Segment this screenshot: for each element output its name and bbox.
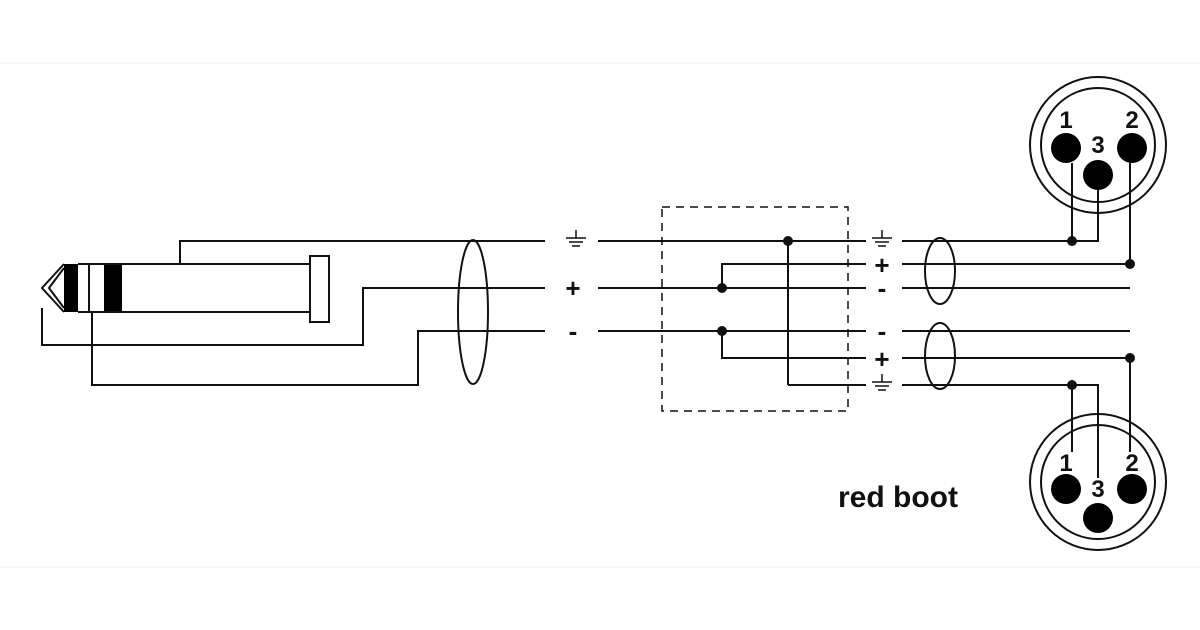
splitter-plus-out-2 — [721, 331, 866, 359]
plug-tip-outline — [40, 263, 65, 313]
xlr-bottom-pin-1-label: 1 — [1059, 450, 1072, 477]
xlr-bottom-pin-3-label: 3 — [1091, 476, 1104, 503]
wire-ground — [179, 240, 545, 264]
xlr-top-pin-1 — [1051, 133, 1081, 163]
red-boot-caption: red boot — [838, 481, 958, 514]
minus-label-right-top: - — [878, 273, 887, 303]
splitter-box — [661, 206, 849, 412]
ground-symbol-left — [566, 230, 586, 247]
xlr-top-pin-2-label: 2 — [1125, 107, 1138, 134]
wire-ring-minus — [91, 312, 545, 386]
xlr-top-plus-junction — [1125, 259, 1135, 269]
xlr-top-pin-2 — [1117, 133, 1147, 163]
xlr-top-pin-3-label: 3 — [1091, 132, 1104, 159]
xlr-bottom-pin-3 — [1083, 503, 1113, 533]
ground-symbol-right-bottom — [872, 374, 892, 391]
plug-ring-band-1 — [64, 264, 78, 312]
junction-ground — [783, 236, 793, 246]
plug-tip-inner-outline — [47, 267, 65, 309]
xlr-top-pin-3 — [1083, 160, 1113, 190]
plus-label-left: + — [565, 273, 580, 303]
xlr-bottom-pin3-lead — [1072, 384, 1099, 478]
junction-plus — [717, 283, 727, 293]
xlr-bottom-plus-junction — [1125, 353, 1135, 363]
junction-minus — [717, 326, 727, 336]
cable-shield-left — [457, 239, 489, 385]
wire-tip-plus — [41, 287, 545, 346]
trs-jack-plug — [40, 255, 330, 323]
splitter-plus-out-1 — [721, 263, 866, 288]
minus-label-right-bottom: - — [878, 316, 887, 346]
xlr-bottom-pin-2-label: 2 — [1125, 450, 1138, 477]
plus-label-right-bottom: + — [874, 344, 889, 374]
plus-label-right-top: + — [874, 250, 889, 280]
xlr-top-pin3-lead — [1072, 190, 1099, 242]
xlr-bottom-ground-junction — [1067, 380, 1077, 390]
xlr-bottom-pin-2 — [1117, 474, 1147, 504]
xlr-bottom-pin-1 — [1051, 474, 1081, 504]
xlr-top-pin-1-label: 1 — [1059, 107, 1072, 134]
xlr-top-ground-junction — [1067, 236, 1077, 246]
cable-shield-out-1 — [924, 237, 956, 305]
plug-collar — [309, 255, 330, 323]
xlr-connector-top: 1 2 3 — [1029, 76, 1167, 214]
ground-symbol-right-top — [872, 230, 892, 247]
cable-shield-out-2 — [924, 322, 956, 390]
plug-ring-band-2 — [104, 264, 122, 312]
minus-label-left: - — [569, 316, 578, 346]
